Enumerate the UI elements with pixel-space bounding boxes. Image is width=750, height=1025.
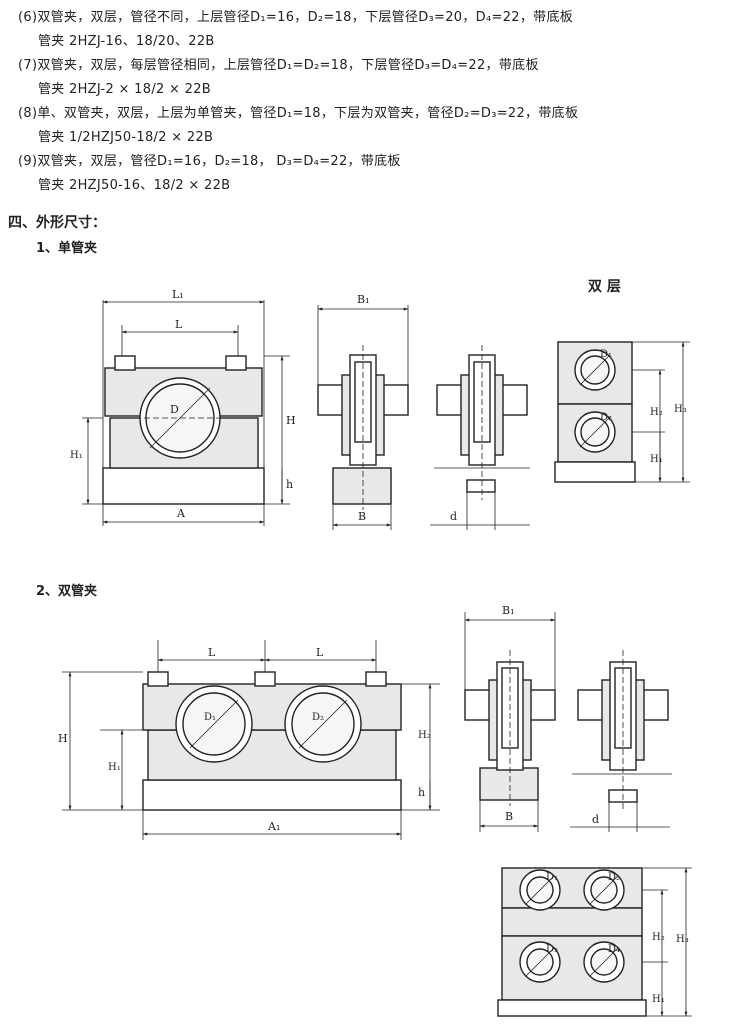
dim-H1-double: H₁ [108, 762, 121, 773]
dim-D1: D₁ [204, 712, 216, 723]
dim-A1: A₁ [267, 820, 280, 833]
dim-D1-dl: D₁ [546, 872, 558, 883]
spec-line-7-model: 管夹 2HZJ-2 × 18/2 × 22B [38, 82, 211, 97]
dim-H: H [286, 414, 296, 427]
dim-B: B [358, 510, 366, 523]
dim-D: D [170, 403, 179, 416]
dim-H-double: H [58, 732, 68, 745]
dim-h-double: h [418, 786, 425, 799]
dim-L-right: L [316, 646, 324, 659]
spec-line-8: (8)单、双管夹，双层，上层为单管夹，管径D₁=18，下层为双管夹，管径D₂=D… [18, 106, 579, 121]
double-layer-single-view [554, 341, 636, 483]
dim-H2-dl: H₂ [652, 932, 665, 943]
dim-B1: B₁ [357, 293, 370, 306]
dim-d: d [450, 510, 457, 523]
dim-D1-layer: D₁ [600, 349, 612, 360]
dim-D2: D₂ [312, 712, 324, 723]
dim-H3: H₃ [674, 404, 687, 415]
dim-B1-double: B₁ [502, 604, 515, 617]
dim-H2: H₂ [650, 407, 663, 418]
spec-line-9: (9)双管夹，双层，管径D₁=16，D₂=18， D₃=D₄=22，带底板 [18, 154, 401, 169]
dim-H2-double: H₂ [418, 730, 431, 741]
dim-D2-layer: D₂ [600, 412, 612, 423]
dim-L1: L₁ [172, 288, 184, 301]
dim-L: L [175, 318, 183, 331]
dim-H1-layer: H₁ [650, 454, 663, 465]
spec-line-8-model: 管夹 1/2HZJ50-18/2 × 22B [38, 130, 214, 145]
spec-line-6: (6)双管夹，双层，管径不同，上层管径D₁=16，D₂=18，下层管径D₃=20… [18, 10, 574, 25]
dim-B-double: B [505, 810, 513, 823]
double-clamp-front-view [142, 671, 402, 811]
dim-H3-dl: H₃ [676, 934, 689, 945]
double-layer-title: 双 层 [588, 279, 621, 295]
dim-D3-dl: D₃ [546, 944, 558, 955]
dim-A: A [176, 507, 186, 520]
dim-H1: H₁ [70, 450, 83, 461]
dim-D4-dl: D₄ [608, 944, 620, 955]
dim-D2-dl: D₂ [608, 872, 620, 883]
dim-H1-dl: H₁ [652, 994, 665, 1005]
single-clamp-front-view [102, 355, 265, 505]
dim-d-double: d [592, 813, 599, 826]
section-heading: 四、外形尺寸： [8, 215, 106, 231]
dim-L-left: L [208, 646, 216, 659]
spec-line-7: (7)双管夹，双层，每层管径相同，上层管径D₁=D₂=18，下层管径D₃=D₄=… [18, 58, 539, 73]
dim-h: h [286, 478, 293, 491]
spec-line-9-model: 管夹 2HZJ50-16、18/2 × 22B [38, 178, 231, 193]
subsection-single-clamp: 1、单管夹 [36, 241, 98, 256]
double-layer-double-view [497, 867, 647, 1017]
spec-line-6-model: 管夹 2HZJ-16、18/20、22B [38, 34, 215, 49]
subsection-double-clamp: 2、双管夹 [36, 584, 98, 599]
